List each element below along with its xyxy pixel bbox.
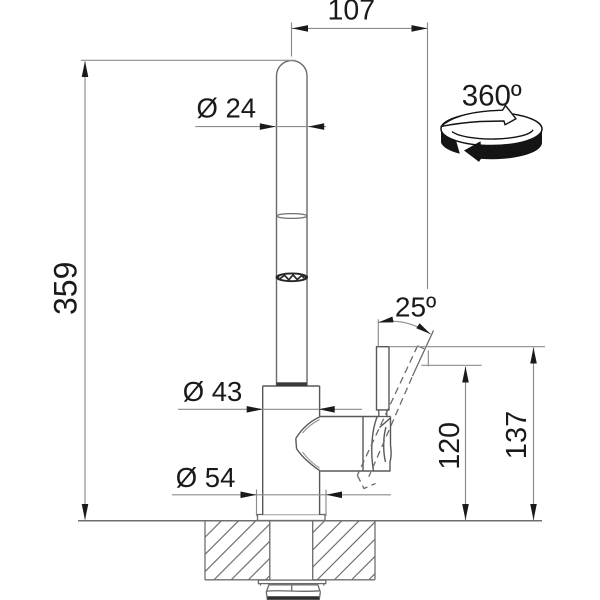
svg-text:120: 120 bbox=[434, 422, 466, 470]
svg-text:Ø 43: Ø 43 bbox=[183, 376, 243, 407]
svg-text:137: 137 bbox=[501, 411, 533, 459]
svg-text:25º: 25º bbox=[395, 291, 436, 322]
svg-text:107: 107 bbox=[328, 0, 376, 26]
svg-text:359: 359 bbox=[48, 262, 84, 315]
svg-text:Ø 24: Ø 24 bbox=[196, 93, 256, 124]
svg-text:360º: 360º bbox=[462, 79, 522, 112]
svg-text:Ø 54: Ø 54 bbox=[176, 462, 236, 493]
